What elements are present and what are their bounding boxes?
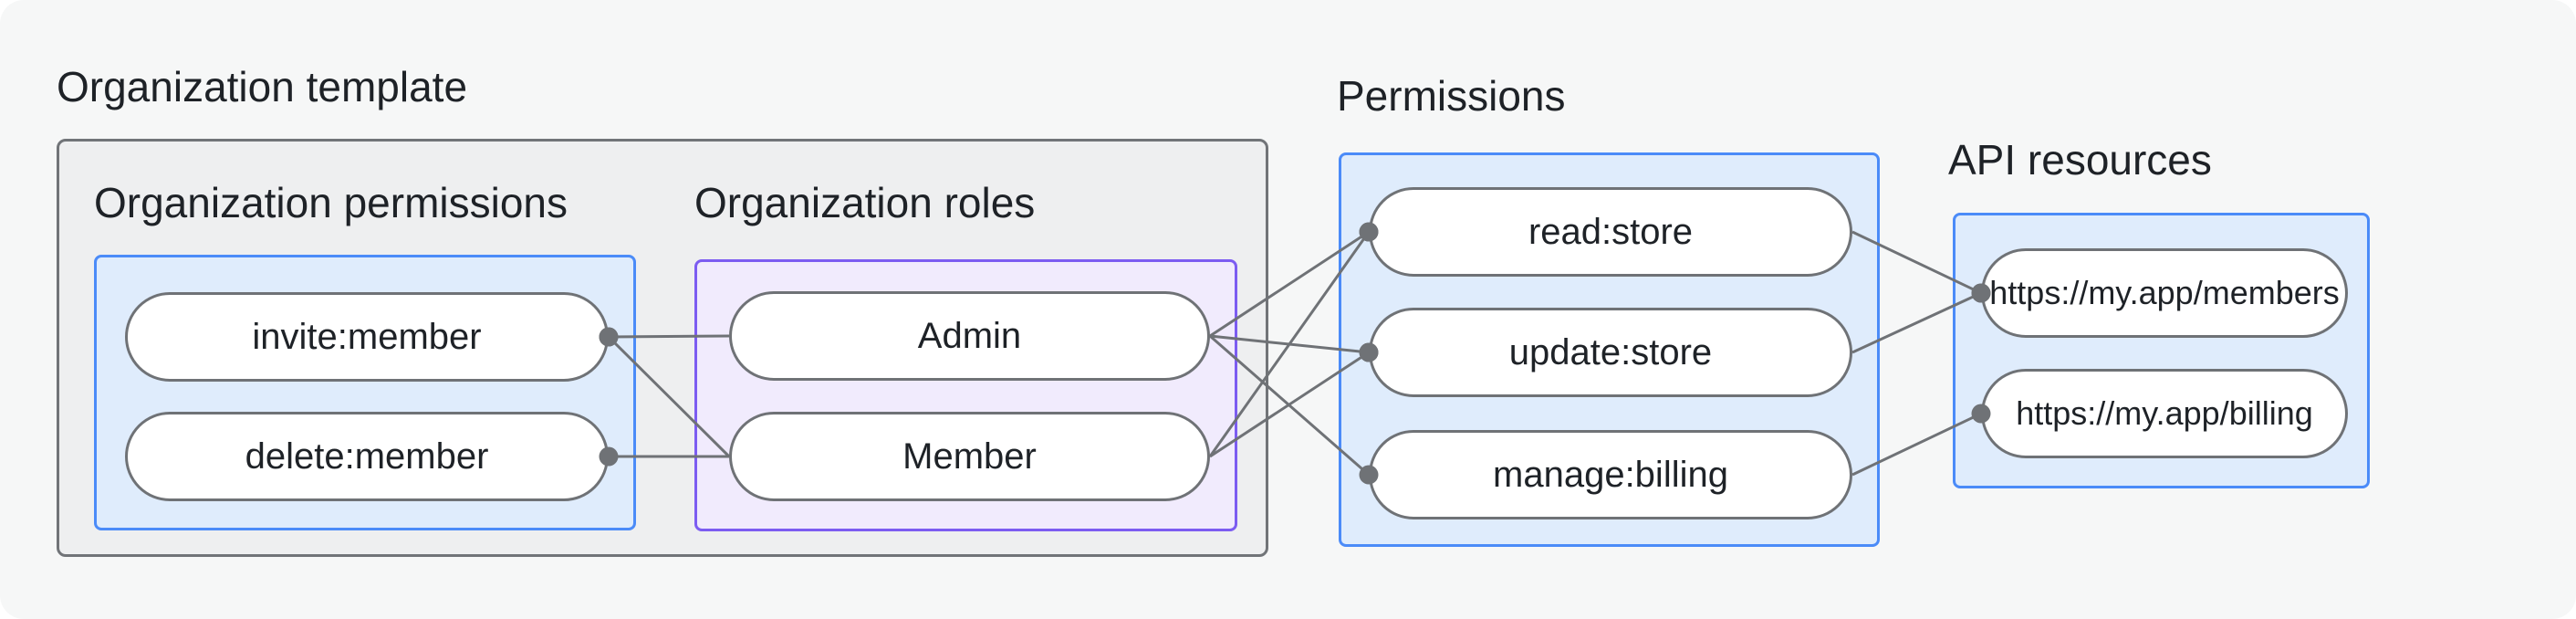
node-delete-member: delete:member xyxy=(125,412,609,501)
permissions-title: Permissions xyxy=(1337,72,1566,120)
node-update-store: update:store xyxy=(1369,308,1852,397)
org-roles-heading: Organization roles xyxy=(694,179,1036,226)
permissions-box: read:store update:store manage:billing xyxy=(1339,152,1880,547)
node-member: Member xyxy=(729,412,1210,501)
org-permissions-heading: Organization permissions xyxy=(94,179,568,226)
api-resources-title: API resources xyxy=(1948,136,2212,184)
org-permissions-box: invite:member delete:member xyxy=(94,255,636,530)
node-api-members: https://my.app/members xyxy=(1981,248,2348,338)
node-read-store: read:store xyxy=(1369,187,1852,277)
node-admin: Admin xyxy=(729,291,1210,381)
org-template-panel: Organization permissions Organization ro… xyxy=(57,139,1268,557)
node-api-billing: https://my.app/billing xyxy=(1981,369,2348,458)
api-resources-box: https://my.app/members https://my.app/bi… xyxy=(1953,213,2370,488)
org-template-label: Organization template xyxy=(57,63,468,110)
org-roles-box: Admin Member xyxy=(694,259,1237,531)
node-manage-billing: manage:billing xyxy=(1369,430,1852,519)
node-invite-member: invite:member xyxy=(125,292,609,382)
